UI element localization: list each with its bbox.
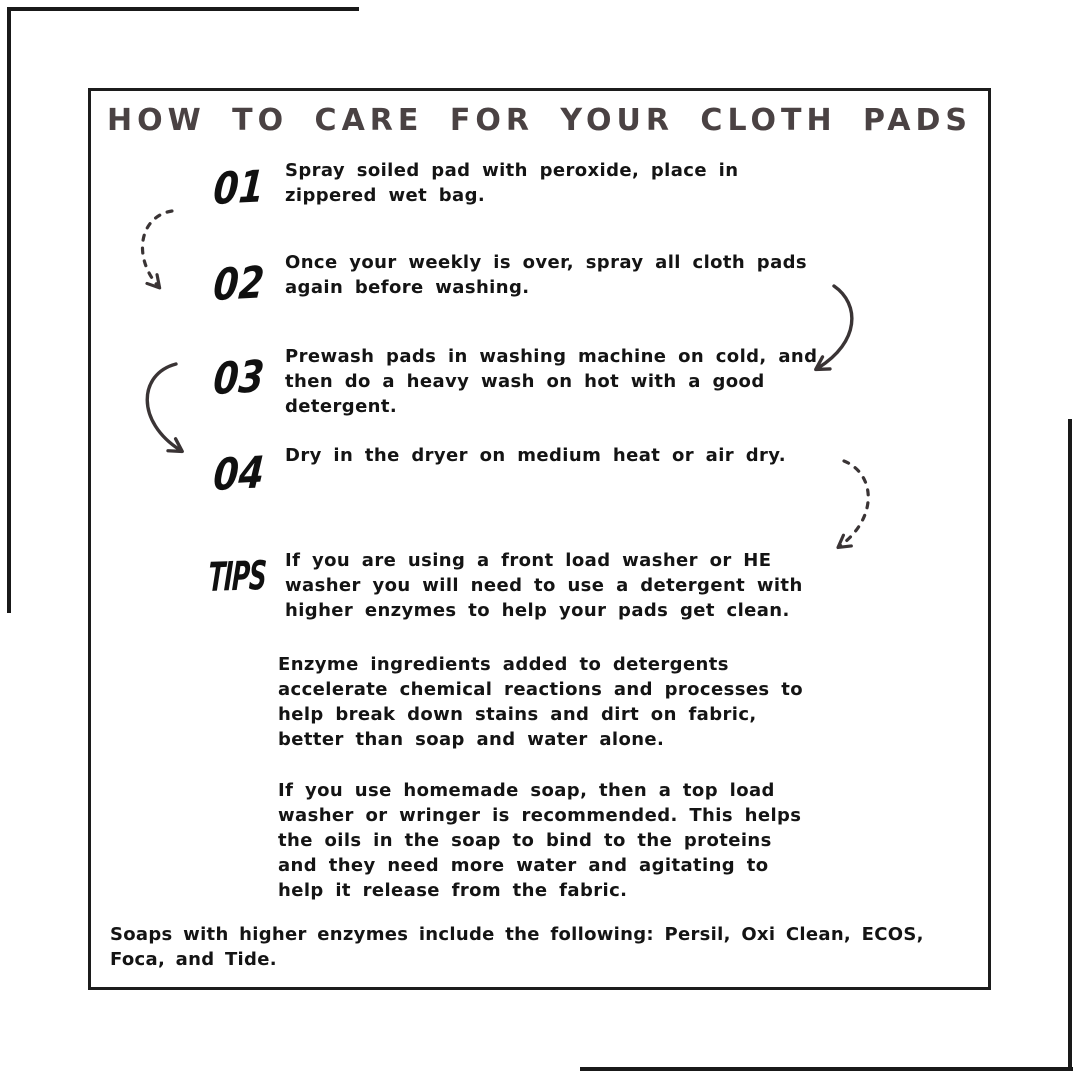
dashed-curved-arrow-icon	[836, 459, 870, 550]
bottom-right-frame-line-vertical	[1068, 419, 1072, 1071]
corner-bracket-icon	[194, 537, 287, 626]
corner-bracket-icon	[194, 247, 287, 336]
tips-text: If you are using a front load washer or …	[285, 550, 803, 621]
step-3-text: Prewash pads in washing machine on cold,…	[285, 346, 818, 417]
dashed-curved-arrow-icon	[141, 209, 174, 290]
step-4-text: Dry in the dryer on medium heat or air d…	[285, 445, 787, 466]
homemade-soap-paragraph: If you use homemade soap, then a top loa…	[278, 780, 802, 901]
step-2-badge: 02	[193, 246, 289, 342]
tips-label: TIPS	[207, 553, 267, 601]
step-3-badge: 03	[193, 340, 289, 436]
step-4-number: 04	[211, 447, 266, 501]
corner-bracket-icon	[194, 151, 287, 240]
step-2-text: Once your weekly is over, spray all clot…	[285, 252, 808, 298]
corner-bracket-icon	[194, 341, 287, 430]
top-left-frame-line-horizontal	[7, 7, 359, 11]
tips-badge: TIPS	[193, 536, 289, 632]
step-2-number: 02	[211, 257, 266, 311]
page-title: HOW TO CARE FOR YOUR CLOTH PADS	[107, 103, 972, 138]
step-1-text: Spray soiled pad with peroxide, place in…	[285, 160, 739, 206]
step-1-number: 01	[211, 161, 266, 215]
soap-brands-footer: Soaps with higher enzymes include the fo…	[110, 924, 924, 970]
bottom-right-frame-line-horizontal	[580, 1067, 1073, 1071]
top-left-frame-line-vertical	[7, 7, 11, 613]
step-3-number: 03	[211, 351, 266, 405]
solid-curved-arrow-icon	[145, 362, 184, 454]
step-4-badge: 04	[193, 436, 289, 532]
enzyme-paragraph: Enzyme ingredients added to detergents a…	[278, 654, 803, 750]
solid-curved-arrow-icon	[814, 284, 854, 372]
corner-bracket-icon	[194, 437, 287, 526]
step-1-badge: 01	[193, 150, 289, 246]
